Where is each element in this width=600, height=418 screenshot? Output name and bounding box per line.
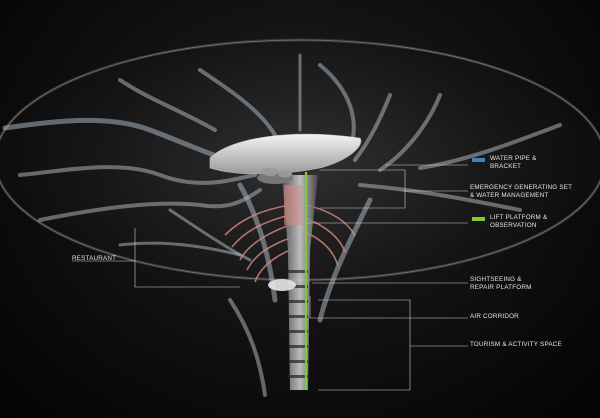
emergency-line2: & WATER MANAGEMENT: [470, 192, 549, 199]
tower-cap: [209, 133, 362, 184]
sightseeing-platform: [268, 279, 296, 291]
water-pipe-line2: BRACKET: [490, 163, 522, 170]
lift-line2: OBSERVATION: [490, 222, 537, 229]
water-pipe-swatch: [472, 158, 485, 162]
tower-stem: [282, 172, 318, 390]
emergency-line1: EMERGENCY GENERATING SET: [470, 184, 573, 191]
sightseeing-line2: REPAIR PLATFORM: [470, 284, 532, 291]
emergency-label: EMERGENCY GENERATING SET & WATER MANAGEM…: [470, 184, 572, 200]
lift-line1: LIFT PLATFORM &: [490, 214, 548, 221]
restaurant-line1: RESTAURANT: [72, 255, 117, 262]
air-corridor-label: AIR CORRIDOR: [470, 313, 519, 321]
tourism-label: TOURISM & ACTIVITY SPACE: [470, 341, 562, 349]
water-pipe-label: WATER PIPE & BRACKET: [490, 155, 536, 171]
branch-pipes: [2, 53, 562, 397]
tourism-line1: TOURISM & ACTIVITY SPACE: [470, 341, 562, 348]
lift-label: LIFT PLATFORM & OBSERVATION: [490, 214, 547, 230]
water-pipe-line1: WATER PIPE &: [490, 155, 537, 162]
restaurant-label: RESTAURANT: [72, 255, 116, 263]
sightseeing-label: SIGHTSEEING & REPAIR PLATFORM: [470, 276, 532, 292]
leader-lines: [72, 164, 468, 391]
air-corridor-line1: AIR CORRIDOR: [470, 313, 519, 320]
sightseeing-line1: SIGHTSEEING &: [470, 276, 522, 283]
lift-swatch: [472, 217, 485, 221]
